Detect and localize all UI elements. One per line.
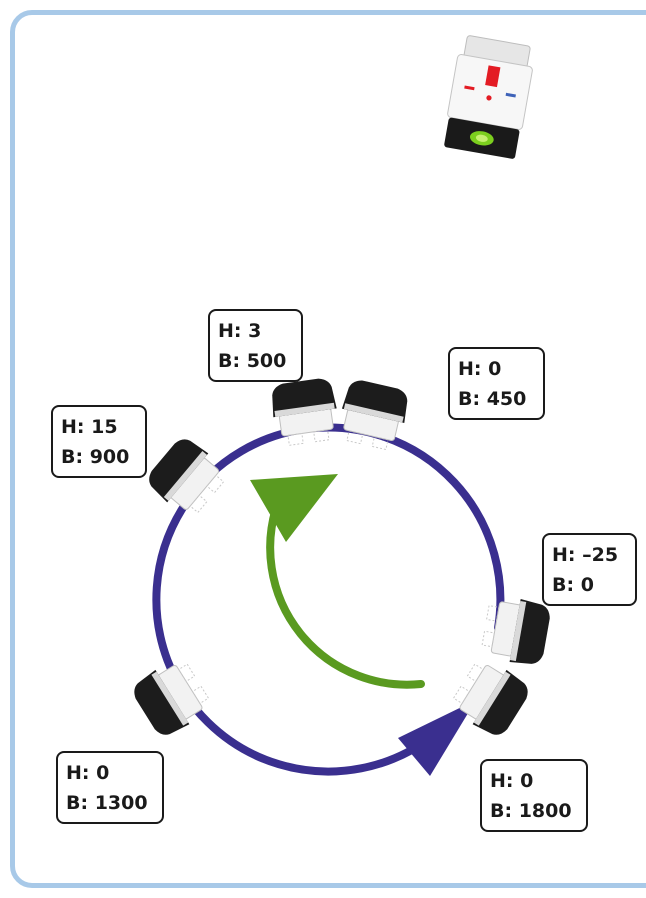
ev3-brick-icon — [444, 35, 533, 159]
heading-value: H: –25 — [552, 544, 619, 566]
reading-label-top-right: H: 0 B: 450 — [448, 347, 545, 420]
sensor-module-top-right — [341, 380, 408, 451]
sensor-module-right — [481, 598, 550, 664]
beacon-value: B: 450 — [458, 388, 527, 410]
reading-label-top: H: 3 B: 500 — [208, 309, 303, 382]
beacon-value: B: 1300 — [66, 792, 148, 814]
beacon-value: B: 1800 — [490, 800, 572, 822]
inner-path-arrowhead — [250, 474, 338, 542]
beacon-value: B: 900 — [61, 446, 130, 468]
beacon-value: B: 500 — [218, 350, 287, 372]
heading-value: H: 3 — [218, 320, 262, 342]
beacon-value: B: 0 — [552, 574, 594, 596]
reading-label-right: H: –25 B: 0 — [542, 533, 637, 606]
heading-value: H: 0 — [490, 770, 534, 792]
outer-path-arrowhead — [398, 700, 476, 776]
heading-value: H: 0 — [66, 762, 110, 784]
sensor-module-left — [149, 439, 225, 514]
sensor-module-top — [272, 378, 337, 446]
heading-value: H: 15 — [61, 416, 118, 438]
inner-path-arc — [266, 501, 425, 689]
reading-label-left: H: 15 B: 900 — [51, 405, 147, 478]
sensor-module-bottom-left — [134, 663, 210, 735]
reading-label-bottom-left: H: 0 B: 1300 — [56, 751, 164, 824]
heading-value: H: 0 — [458, 358, 502, 380]
reading-label-bottom-right: H: 0 B: 1800 — [480, 759, 588, 832]
sensor-module-bottom-right — [452, 663, 528, 735]
outer-path-arc — [152, 423, 505, 776]
